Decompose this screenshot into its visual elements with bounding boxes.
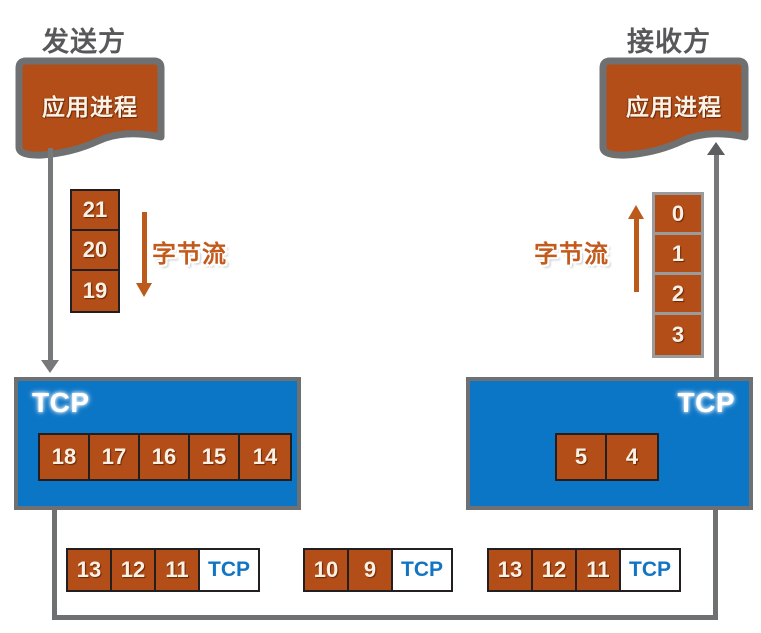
- receiver-tcp-label: TCP: [677, 387, 735, 418]
- receiver-tcp-to-app-arrowhead: [707, 142, 725, 155]
- byte-cell: 19: [72, 271, 118, 311]
- sender-app-to-tcp-arrow-shaft: [48, 148, 53, 360]
- segment-data-cell: 13: [68, 550, 112, 590]
- receiver-title: 接收方: [627, 27, 711, 57]
- tcp-segment: 10 9 TCP: [303, 548, 453, 592]
- receiver-tcp-layer-box: TCP 5 4: [466, 377, 753, 510]
- receiver-application-process-box: 应用进程: [598, 57, 750, 159]
- byte-cell: 0: [655, 195, 701, 235]
- receiver-byte-stream-arrowhead: [628, 205, 644, 219]
- sender-byte-stream-label: 字节流: [152, 241, 227, 268]
- segment-data-cell: 9: [349, 550, 393, 590]
- channel-right-vertical: [713, 510, 718, 620]
- segment-data-cell: 10: [305, 550, 349, 590]
- channel-left-vertical: [52, 510, 57, 620]
- receiver-tcp-receive-buffer: 5 4: [555, 433, 659, 481]
- buffer-byte-cell: 14: [240, 435, 290, 479]
- byte-cell: 2: [655, 275, 701, 315]
- sender-app-to-tcp-arrowhead: [41, 360, 59, 373]
- tcp-segment: 13 12 11 TCP: [66, 548, 260, 592]
- receiver-byte-stack: 0 1 2 3: [652, 192, 704, 358]
- segment-data-cell: 12: [112, 550, 156, 590]
- buffer-byte-cell: 4: [607, 435, 657, 479]
- channel-bottom-horizontal: [52, 615, 718, 620]
- byte-cell: 20: [72, 231, 118, 271]
- byte-cell: 21: [72, 191, 118, 231]
- sender-byte-stream-arrow-shaft: [142, 212, 147, 284]
- receiver-byte-stream-arrow-shaft: [634, 218, 639, 292]
- buffer-byte-cell: 18: [40, 435, 90, 479]
- sender-tcp-label: TCP: [32, 387, 90, 418]
- segment-header-cell: TCP: [393, 550, 451, 590]
- byte-cell: 3: [655, 315, 701, 355]
- segment-data-cell: 12: [533, 550, 577, 590]
- banner-shape-icon: [599, 57, 749, 159]
- buffer-byte-cell: 15: [190, 435, 240, 479]
- segment-header-cell: TCP: [200, 550, 258, 590]
- segment-data-cell: 11: [156, 550, 200, 590]
- sender-tcp-layer-box: TCP 18 17 16 15 14: [14, 377, 301, 510]
- sender-application-process-box: 应用进程: [14, 57, 166, 159]
- buffer-byte-cell: 16: [140, 435, 190, 479]
- receiver-byte-stream-label: 字节流: [534, 241, 609, 268]
- sender-title: 发送方: [42, 27, 126, 57]
- sender-byte-stack: 21 20 19: [70, 189, 120, 313]
- buffer-byte-cell: 17: [90, 435, 140, 479]
- segment-data-cell: 13: [489, 550, 533, 590]
- banner-shape-icon: [15, 57, 165, 159]
- sender-tcp-send-buffer: 18 17 16 15 14: [38, 433, 292, 481]
- tcp-segment: 13 12 11 TCP: [487, 548, 681, 592]
- buffer-byte-cell: 5: [557, 435, 607, 479]
- receiver-tcp-to-app-arrow-shaft: [714, 155, 719, 380]
- segment-header-cell: TCP: [621, 550, 679, 590]
- byte-cell: 1: [655, 235, 701, 275]
- segment-data-cell: 11: [577, 550, 621, 590]
- sender-byte-stream-arrowhead: [136, 283, 152, 297]
